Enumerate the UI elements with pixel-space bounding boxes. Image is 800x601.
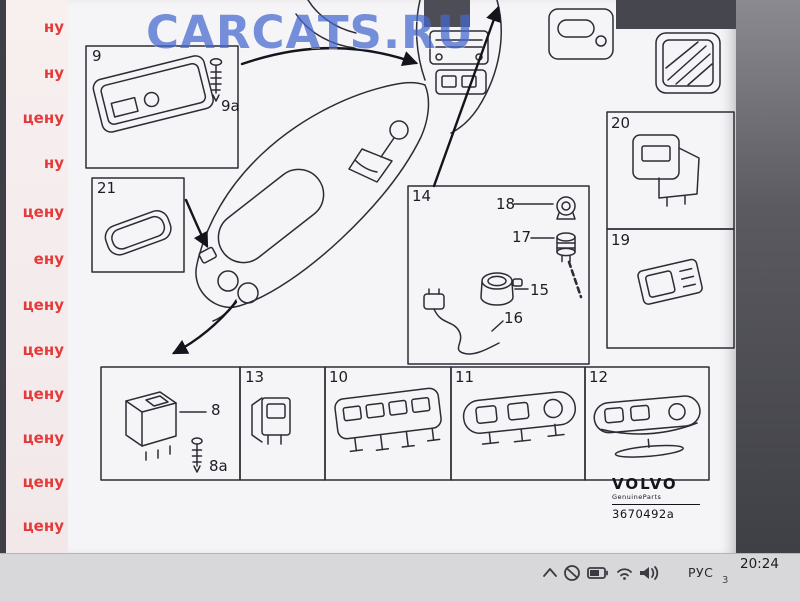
price-text-fragment: цену bbox=[22, 109, 64, 127]
price-text-fragment: цену bbox=[22, 341, 64, 359]
price-text-fragment: цену bbox=[22, 429, 64, 447]
tray-badge: 3 bbox=[722, 575, 729, 586]
price-text-fragment: цену bbox=[22, 296, 64, 314]
site-watermark: CARCATS.RU bbox=[146, 6, 475, 59]
taskbar-clock[interactable]: 20:24 bbox=[740, 556, 779, 572]
volvo-logo-block: VOLVO GenuineParts 3670492a bbox=[612, 477, 700, 521]
photo-dark-edge-right bbox=[736, 0, 800, 600]
price-text-fragment: ену bbox=[33, 250, 64, 268]
volvo-wordmark: VOLVO bbox=[612, 475, 678, 493]
price-text-fragment: цену bbox=[22, 203, 64, 221]
chevron-up-icon[interactable] bbox=[543, 568, 557, 577]
language-indicator[interactable]: РУС bbox=[688, 565, 714, 580]
battery-icon[interactable] bbox=[587, 567, 608, 579]
price-text-fragment: ну bbox=[43, 64, 64, 82]
price-text-fragment: ну bbox=[43, 18, 64, 36]
system-tray[interactable] bbox=[540, 560, 680, 586]
catalog-page-background bbox=[68, 0, 736, 553]
genuine-parts-label: GenuineParts bbox=[612, 493, 662, 501]
part-number: 3670492a bbox=[612, 507, 675, 521]
price-text-fragment: цену bbox=[22, 517, 64, 535]
blocked-icon[interactable] bbox=[564, 565, 580, 581]
divider-line bbox=[612, 504, 700, 505]
wifi-icon[interactable] bbox=[617, 568, 632, 580]
price-text-fragment: цену bbox=[22, 473, 64, 491]
price-text-fragment: цену bbox=[22, 385, 64, 403]
price-column-strip: ну ну цену ну цену ену цену цену цену це… bbox=[6, 0, 68, 553]
price-text-fragment: ну bbox=[43, 154, 64, 172]
taskbar[interactable] bbox=[0, 553, 800, 601]
volume-icon[interactable] bbox=[640, 566, 659, 580]
